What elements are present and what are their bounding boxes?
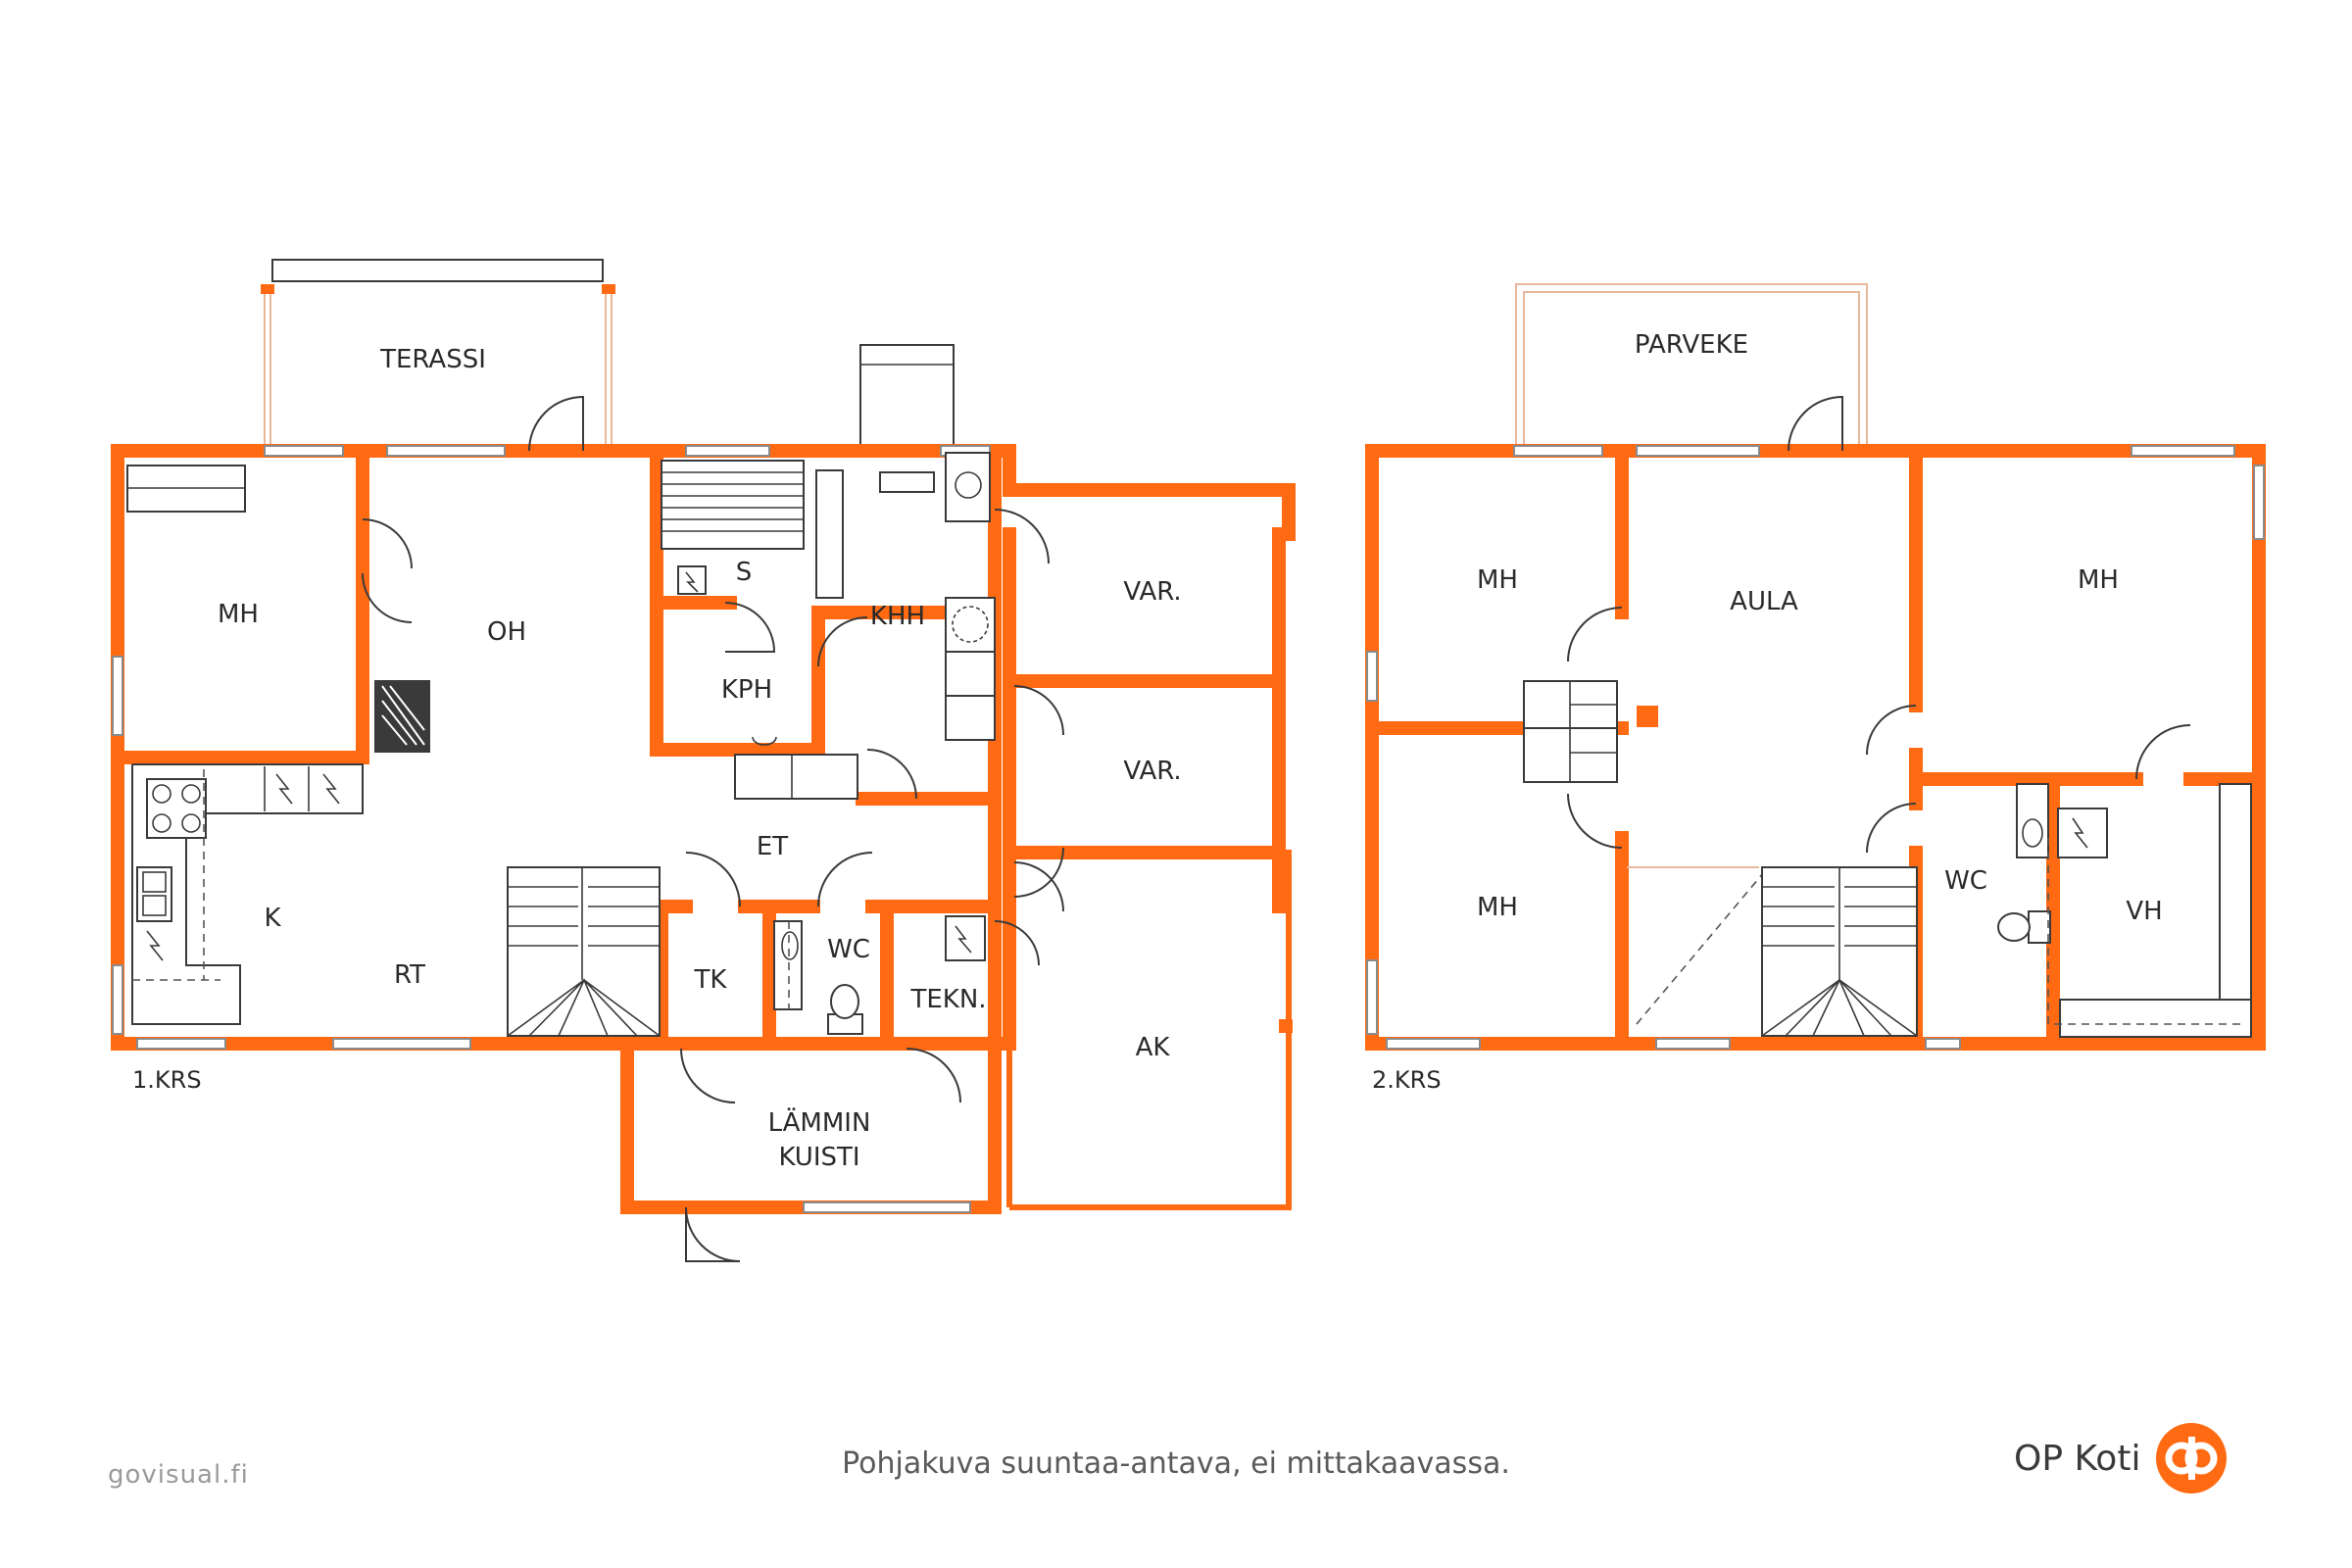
room-label-mh-bottom-left: MH	[1477, 893, 1518, 922]
disclaimer-note: Pohjakuva suuntaa-antava, ei mittakaavas…	[842, 1446, 1510, 1481]
brand: OP Koti	[2014, 1419, 2229, 1497]
stair-icon	[1761, 866, 1918, 1037]
toilet-icon	[1997, 910, 2051, 944]
room-label-terassi: TERASSI	[379, 345, 486, 374]
floor-1-windows	[112, 445, 991, 1213]
toilet-icon	[827, 984, 863, 1035]
source-credit: govisual.fi	[108, 1460, 249, 1490]
room-label-rt: RT	[394, 960, 425, 990]
room-label-ak: AK	[1136, 1033, 1171, 1062]
room-label-mh-top-right: MH	[2078, 565, 2119, 595]
khh-shelf	[879, 471, 935, 493]
room-label-vh: VH	[2126, 897, 2162, 926]
kitchen-counter	[131, 763, 364, 1025]
sink-icon	[773, 920, 803, 1010]
room-label-s: S	[736, 558, 753, 587]
stove-icon	[146, 778, 207, 839]
floor-label-1: 1.KRS	[132, 1066, 202, 1094]
room-label-khh: KHH	[870, 602, 925, 631]
sink-icon	[136, 866, 172, 922]
room-label-kuisti: KUISTI	[778, 1143, 859, 1172]
room-label-aula: AULA	[1730, 587, 1798, 616]
floor-1-doors	[362, 395, 1064, 1262]
laundry-machines	[945, 597, 996, 741]
electric-panel-icon	[322, 773, 340, 805]
room-label-mh: MH	[218, 600, 259, 629]
electric-panel-icon	[945, 915, 986, 961]
electric-panel-icon	[146, 930, 164, 961]
electric-panel-icon	[2057, 808, 2108, 858]
floor-2	[1365, 283, 2266, 1051]
room-label-var-top: VAR.	[1123, 577, 1181, 607]
sink-icon	[752, 736, 777, 746]
room-label-wc-2: WC	[1944, 866, 1987, 896]
open-void-line	[1636, 871, 1765, 1025]
balcony	[1515, 283, 1868, 451]
room-label-mh-top-left: MH	[1477, 565, 1518, 595]
room-label-oh: OH	[487, 617, 526, 647]
brand-name: OP Koti	[2014, 1438, 2141, 1479]
room-labels: TERASSI MH OH S KHH KPH VAR. VAR. K RT E…	[218, 330, 2163, 1172]
floor-2-doors	[1567, 395, 2191, 854]
electric-panel-icon	[275, 773, 293, 805]
wardrobe	[1523, 680, 1618, 783]
room-label-lammin: LÄMMIN	[768, 1106, 871, 1138]
room-label-kph: KPH	[721, 675, 772, 705]
floor-label-2: 2.KRS	[1372, 1066, 1442, 1094]
room-label-tk: TK	[694, 965, 728, 995]
terrace	[261, 259, 615, 449]
fireplace-icon	[374, 680, 430, 753]
sauna-benches	[661, 460, 844, 599]
room-label-et: ET	[757, 832, 788, 861]
room-label-wc: WC	[827, 935, 870, 964]
op-logo-icon	[2156, 1423, 2228, 1494]
floor-1	[111, 259, 1296, 1262]
floor-2-windows	[1366, 445, 2265, 1050]
room-label-parveke: PARVEKE	[1635, 330, 1748, 360]
bathtub	[2059, 783, 2252, 1038]
sink-icon	[945, 452, 991, 522]
sink-icon	[2016, 783, 2049, 858]
stair-icon	[507, 866, 661, 1037]
room-label-tekn: TEKN.	[909, 985, 986, 1014]
room-label-k: K	[264, 904, 281, 933]
room-label-var-mid: VAR.	[1123, 757, 1181, 786]
bench	[734, 754, 858, 800]
chimney	[859, 344, 955, 452]
